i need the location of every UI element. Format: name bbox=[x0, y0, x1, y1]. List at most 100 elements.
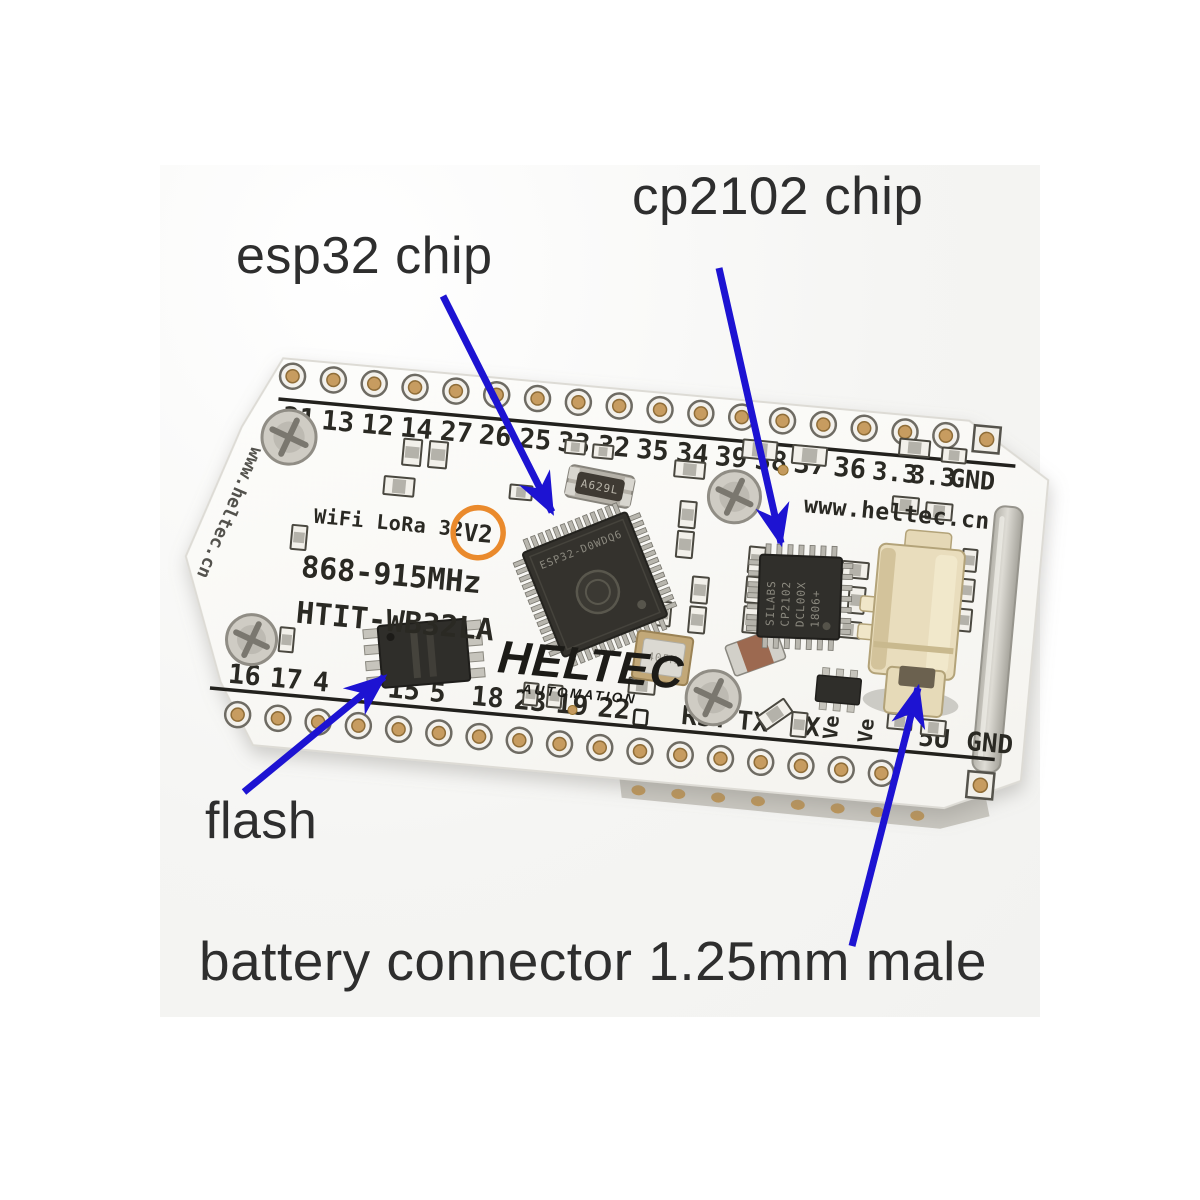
smd-component bbox=[790, 443, 829, 467]
version-badge: V2 bbox=[450, 504, 506, 561]
version-ring-icon bbox=[450, 504, 506, 561]
edge-pad bbox=[870, 807, 885, 818]
pin-hole bbox=[465, 722, 493, 751]
pin-hole bbox=[768, 407, 797, 435]
smd-component bbox=[277, 626, 296, 654]
smd-component bbox=[898, 437, 932, 459]
smd-component bbox=[382, 475, 416, 498]
smd-component bbox=[689, 575, 710, 605]
smd-component bbox=[627, 676, 657, 696]
usb-connector bbox=[971, 505, 1024, 774]
via bbox=[777, 464, 789, 476]
pin-hole bbox=[687, 399, 715, 428]
cp2102-marking: 1806+ bbox=[808, 589, 822, 628]
smd-component bbox=[289, 523, 309, 552]
arrow-cp2102 bbox=[715, 267, 790, 548]
via bbox=[567, 704, 578, 715]
pin-label: 4 bbox=[312, 666, 331, 698]
smd-component bbox=[940, 446, 968, 465]
pin-pad-square bbox=[964, 769, 996, 801]
pin-hole bbox=[564, 388, 593, 416]
cp2102-marking: DCL00X bbox=[793, 581, 808, 627]
pin-hole bbox=[360, 369, 388, 398]
cp2102-marking: SILABS bbox=[764, 580, 779, 626]
pin-hole bbox=[850, 414, 878, 443]
smd-component bbox=[756, 698, 794, 731]
arrow-flash bbox=[241, 674, 388, 795]
pin-hole bbox=[523, 384, 552, 413]
pin-label: 12 bbox=[360, 409, 395, 443]
pin-label-vertical: Ve bbox=[818, 714, 844, 740]
label-battery-connector: battery connector 1.25mm male bbox=[199, 930, 987, 992]
smd-component bbox=[591, 443, 615, 460]
pin-hole bbox=[706, 744, 735, 773]
bottom-silk-line bbox=[209, 686, 995, 762]
pcb-side-edge bbox=[619, 778, 990, 829]
pin-label: 3.3 bbox=[871, 456, 919, 489]
smd-component bbox=[789, 711, 809, 739]
pin-hole bbox=[626, 737, 654, 766]
edge-pad bbox=[631, 785, 646, 796]
smd-component bbox=[674, 529, 695, 560]
smd-component bbox=[890, 495, 920, 516]
smd-component bbox=[924, 501, 954, 522]
pin-hole bbox=[264, 704, 292, 733]
sot23-transistor bbox=[814, 667, 863, 713]
pin-label: 3.3 bbox=[909, 460, 957, 493]
pcb-board: www.heltec.cn 21131214272625333235343938… bbox=[184, 357, 1050, 829]
pin-hole bbox=[223, 700, 252, 729]
edge-pad bbox=[711, 792, 726, 803]
pin-label: 17 bbox=[269, 663, 304, 697]
pin-hole bbox=[401, 373, 429, 402]
screw bbox=[684, 669, 742, 727]
smd-component bbox=[508, 483, 534, 502]
edge-pad bbox=[830, 803, 845, 814]
pin-hole bbox=[867, 759, 896, 787]
pin-hole bbox=[646, 395, 674, 424]
edge-pad bbox=[790, 799, 805, 810]
pin-hole bbox=[787, 752, 815, 780]
edge-pad bbox=[750, 796, 765, 807]
pin-hole bbox=[384, 715, 413, 744]
pin1-dot bbox=[637, 600, 647, 610]
pin-label: 18 bbox=[470, 681, 505, 715]
pin-hole bbox=[505, 726, 534, 755]
annotation-arrows bbox=[241, 267, 926, 947]
pin-hole bbox=[827, 755, 855, 784]
smd-component bbox=[401, 437, 424, 468]
pin1-notch bbox=[386, 633, 395, 642]
pin-hole bbox=[425, 719, 453, 747]
smd-component bbox=[563, 438, 587, 456]
pin-label: GND bbox=[949, 463, 997, 496]
crystal-mid-marking: 405M bbox=[646, 650, 678, 667]
pin-hole bbox=[586, 733, 614, 762]
pin-hole bbox=[442, 377, 470, 405]
arrow-esp32 bbox=[439, 294, 556, 516]
smd-component bbox=[426, 440, 450, 470]
pin1-dot bbox=[822, 622, 831, 631]
screw bbox=[225, 613, 279, 667]
arrow-battery bbox=[848, 683, 926, 947]
pin-hole bbox=[605, 392, 633, 420]
smd-component bbox=[673, 459, 707, 480]
edge-pad bbox=[671, 788, 686, 799]
crystal-32k: 405M bbox=[630, 629, 695, 687]
label-flash: flash bbox=[205, 792, 318, 850]
screw bbox=[706, 469, 762, 525]
pin-label: GND bbox=[965, 727, 1014, 761]
smd-component bbox=[521, 681, 540, 707]
pin-label: 5 bbox=[428, 677, 447, 709]
screw bbox=[260, 408, 318, 466]
version-text: V2 bbox=[462, 518, 493, 549]
edge-pad bbox=[910, 810, 925, 821]
top-silk-line bbox=[278, 397, 1016, 468]
pin-hole bbox=[666, 741, 694, 769]
pin-hole bbox=[278, 362, 307, 390]
pin-hole bbox=[319, 366, 348, 394]
pin-label-vertical: Ve bbox=[853, 718, 879, 744]
label-esp32-chip: esp32 chip bbox=[236, 227, 493, 285]
cp2102-marking: CP2102 bbox=[778, 581, 793, 627]
